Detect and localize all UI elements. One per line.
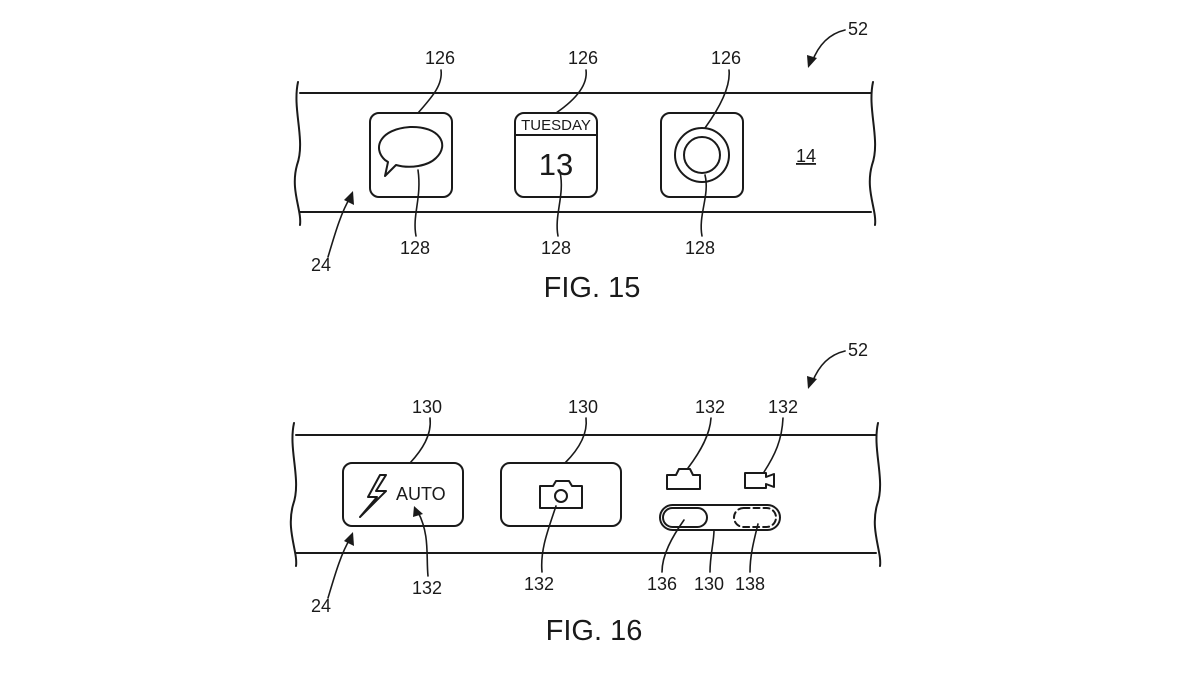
- calendar-date: 13: [539, 147, 573, 182]
- ref-label-14: 14: [796, 146, 816, 166]
- fig15-icon1-refs: 126 128: [400, 48, 455, 258]
- fig15-band: [295, 82, 875, 225]
- fig15-ref24: 24: [311, 191, 354, 275]
- camera-icon: [540, 481, 582, 508]
- ref-label-24: 24: [311, 596, 331, 616]
- fig16-ref52: 52: [807, 340, 868, 389]
- fig15-ref52: 52: [807, 19, 868, 68]
- ref-label-132: 132: [524, 574, 554, 594]
- fig15: 52 14 24 126 128 TUESDAY 13: [295, 19, 875, 304]
- ref-label-128: 128: [541, 238, 571, 258]
- ref-label-52: 52: [848, 19, 868, 39]
- flash-auto-label: AUTO: [396, 484, 446, 504]
- video-mode-icon: [745, 473, 774, 488]
- lightning-icon: [360, 475, 386, 517]
- ref-label-132: 132: [695, 397, 725, 417]
- camera-shutter-icon: [661, 113, 743, 197]
- message-icon: [370, 113, 452, 197]
- ref-label-52: 52: [848, 340, 868, 360]
- figure-caption: FIG. 16: [546, 615, 643, 647]
- ref-label-138: 138: [735, 574, 765, 594]
- ref-label-130: 130: [568, 397, 598, 417]
- fig16-camera-refs: 130 132: [524, 397, 598, 594]
- photo-mode-icon: [667, 469, 700, 489]
- fig16-switch-refs: 132 132 136 130 138: [647, 397, 798, 594]
- ref-label-126: 126: [711, 48, 741, 68]
- fig15-icon3-refs: 126 128: [685, 48, 741, 258]
- ref-label-130: 130: [694, 574, 724, 594]
- ref-label-132: 132: [768, 397, 798, 417]
- camera-button: [501, 463, 621, 526]
- ref-label-128: 128: [400, 238, 430, 258]
- ref-label-128: 128: [685, 238, 715, 258]
- ref-label-132: 132: [412, 578, 442, 598]
- figure-caption: FIG. 15: [544, 272, 641, 304]
- switch-alt-position: [734, 508, 776, 527]
- fig16-ref24: 24: [311, 532, 354, 616]
- ref-label-126: 126: [568, 48, 598, 68]
- switch-knob: [663, 508, 707, 527]
- ref-label-130: 130: [412, 397, 442, 417]
- flash-auto-button: AUTO: [343, 463, 463, 526]
- mode-switch: [660, 469, 780, 530]
- fig16-band: [291, 423, 880, 566]
- ref-label-24: 24: [311, 255, 331, 275]
- ref-label-126: 126: [425, 48, 455, 68]
- calendar-day: TUESDAY: [521, 117, 591, 134]
- fig16: 52 24 AUTO 130 132: [291, 340, 880, 647]
- ref-label-136: 136: [647, 574, 677, 594]
- calendar-icon: TUESDAY 13: [515, 113, 597, 197]
